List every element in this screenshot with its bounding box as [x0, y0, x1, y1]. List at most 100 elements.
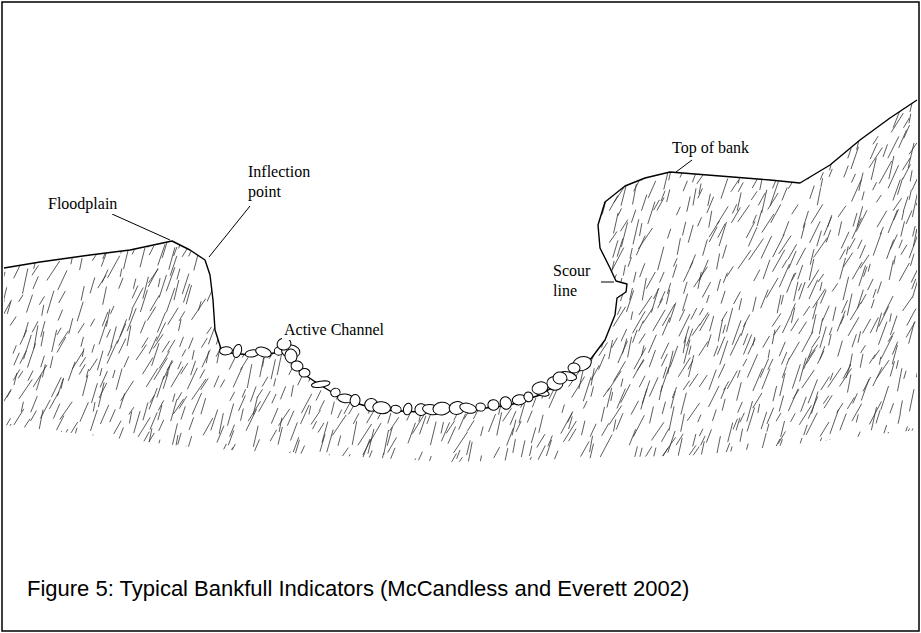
hatch-stroke	[58, 310, 63, 321]
hatch-stroke	[17, 454, 19, 465]
hatch-stroke	[19, 295, 23, 302]
hatch-stroke	[171, 199, 176, 216]
hatch-stroke	[157, 376, 164, 398]
hatch-stroke	[131, 71, 142, 88]
hatch-stroke	[291, 260, 302, 278]
hatch-stroke	[876, 97, 881, 112]
hatch-stroke	[39, 131, 49, 145]
hatch-stroke	[181, 446, 186, 466]
hatch-stroke	[0, 193, 7, 215]
hatch-stroke	[743, 359, 747, 366]
hatch-stroke	[118, 81, 125, 103]
hatch-stroke	[26, 138, 34, 150]
hatch-stroke	[166, 288, 174, 312]
hatch-stroke	[744, 99, 750, 117]
hatch-stroke	[852, 262, 862, 279]
hatch-stroke	[679, 309, 684, 321]
hatch-stroke	[890, 234, 897, 249]
hatch-stroke	[789, 170, 793, 180]
hatch-stroke	[559, 235, 571, 254]
hatch-stroke	[463, 332, 472, 353]
hatch-stroke	[140, 135, 146, 148]
hatch-stroke	[32, 265, 38, 275]
hatch-stroke	[323, 134, 329, 155]
hatch-stroke	[163, 373, 168, 389]
hatch-stroke	[457, 211, 466, 235]
hatch-stroke	[842, 85, 856, 106]
hatch-stroke	[236, 157, 240, 179]
hatch-stroke	[422, 353, 432, 376]
hatch-stroke	[92, 344, 95, 352]
hatch-stroke	[871, 407, 876, 430]
hatch-stroke	[721, 291, 725, 304]
hatch-stroke	[130, 111, 140, 132]
hatch-stroke	[426, 342, 436, 364]
hatch-stroke	[463, 151, 467, 169]
hatch-stroke	[139, 230, 143, 248]
hatch-stroke	[443, 204, 447, 215]
hatch-stroke	[728, 423, 733, 442]
hatch-stroke	[699, 260, 708, 281]
hatch-stroke	[19, 103, 23, 116]
hatch-stroke	[163, 360, 172, 379]
hatch-stroke	[320, 286, 324, 304]
hatch-stroke	[667, 229, 670, 239]
hatch-stroke	[480, 224, 485, 235]
hatch-stroke	[858, 331, 861, 342]
hatch-stroke	[149, 165, 155, 180]
hatch-stroke	[369, 126, 372, 139]
hatch-stroke	[459, 129, 461, 137]
hatch-stroke	[47, 434, 54, 451]
hatch-stroke	[262, 67, 270, 89]
hatch-stroke	[899, 130, 907, 148]
hatch-stroke	[479, 70, 485, 90]
hatch-stroke	[814, 438, 822, 458]
hatch-stroke	[550, 451, 558, 470]
hatch-stroke	[478, 120, 485, 133]
hatch-stroke	[469, 92, 473, 100]
hatch-stroke	[758, 404, 760, 413]
hatch-stroke	[119, 155, 127, 179]
hatch-stroke	[80, 402, 88, 421]
hatch-stroke	[453, 235, 462, 254]
hatch-stroke	[762, 369, 770, 390]
hatch-stroke	[740, 429, 743, 442]
hatch-stroke	[633, 415, 644, 436]
hatch-stroke	[798, 438, 802, 452]
hatch-stroke	[689, 445, 696, 455]
hatch-stroke	[630, 248, 632, 258]
hatch-stroke	[828, 368, 841, 387]
hatch-stroke	[402, 363, 405, 381]
hatch-stroke	[888, 165, 898, 188]
hatch-stroke	[602, 423, 609, 435]
hatch-stroke	[282, 452, 291, 465]
hatch-stroke	[0, 389, 11, 408]
hatch-stroke	[817, 231, 822, 247]
hatch-stroke	[189, 155, 197, 170]
hatch-stroke	[887, 81, 890, 89]
hatch-stroke	[368, 204, 371, 212]
hatch-stroke	[427, 309, 434, 322]
hatch-stroke	[387, 427, 392, 446]
hatch-stroke	[437, 105, 446, 123]
hatch-stroke	[528, 79, 531, 92]
hatch-stroke	[418, 305, 430, 325]
hatch-stroke	[717, 161, 725, 176]
hatch-stroke	[468, 101, 473, 115]
hatch-stroke	[818, 351, 824, 364]
hatch-stroke	[260, 358, 264, 377]
hatch-stroke	[481, 148, 486, 159]
hatch-stroke	[542, 190, 547, 198]
hatch-stroke	[324, 353, 327, 369]
hatch-stroke	[810, 94, 823, 115]
hatch-stroke	[352, 109, 362, 128]
hatch-stroke	[239, 139, 248, 160]
hatch-stroke	[786, 358, 789, 366]
hatch-stroke	[739, 79, 747, 102]
hatch-stroke	[366, 294, 372, 313]
hatch-stroke	[820, 117, 824, 124]
hatch-stroke	[412, 413, 425, 434]
hatch-stroke	[532, 133, 539, 150]
hatch-stroke	[359, 203, 365, 213]
hatch-stroke	[862, 123, 869, 134]
